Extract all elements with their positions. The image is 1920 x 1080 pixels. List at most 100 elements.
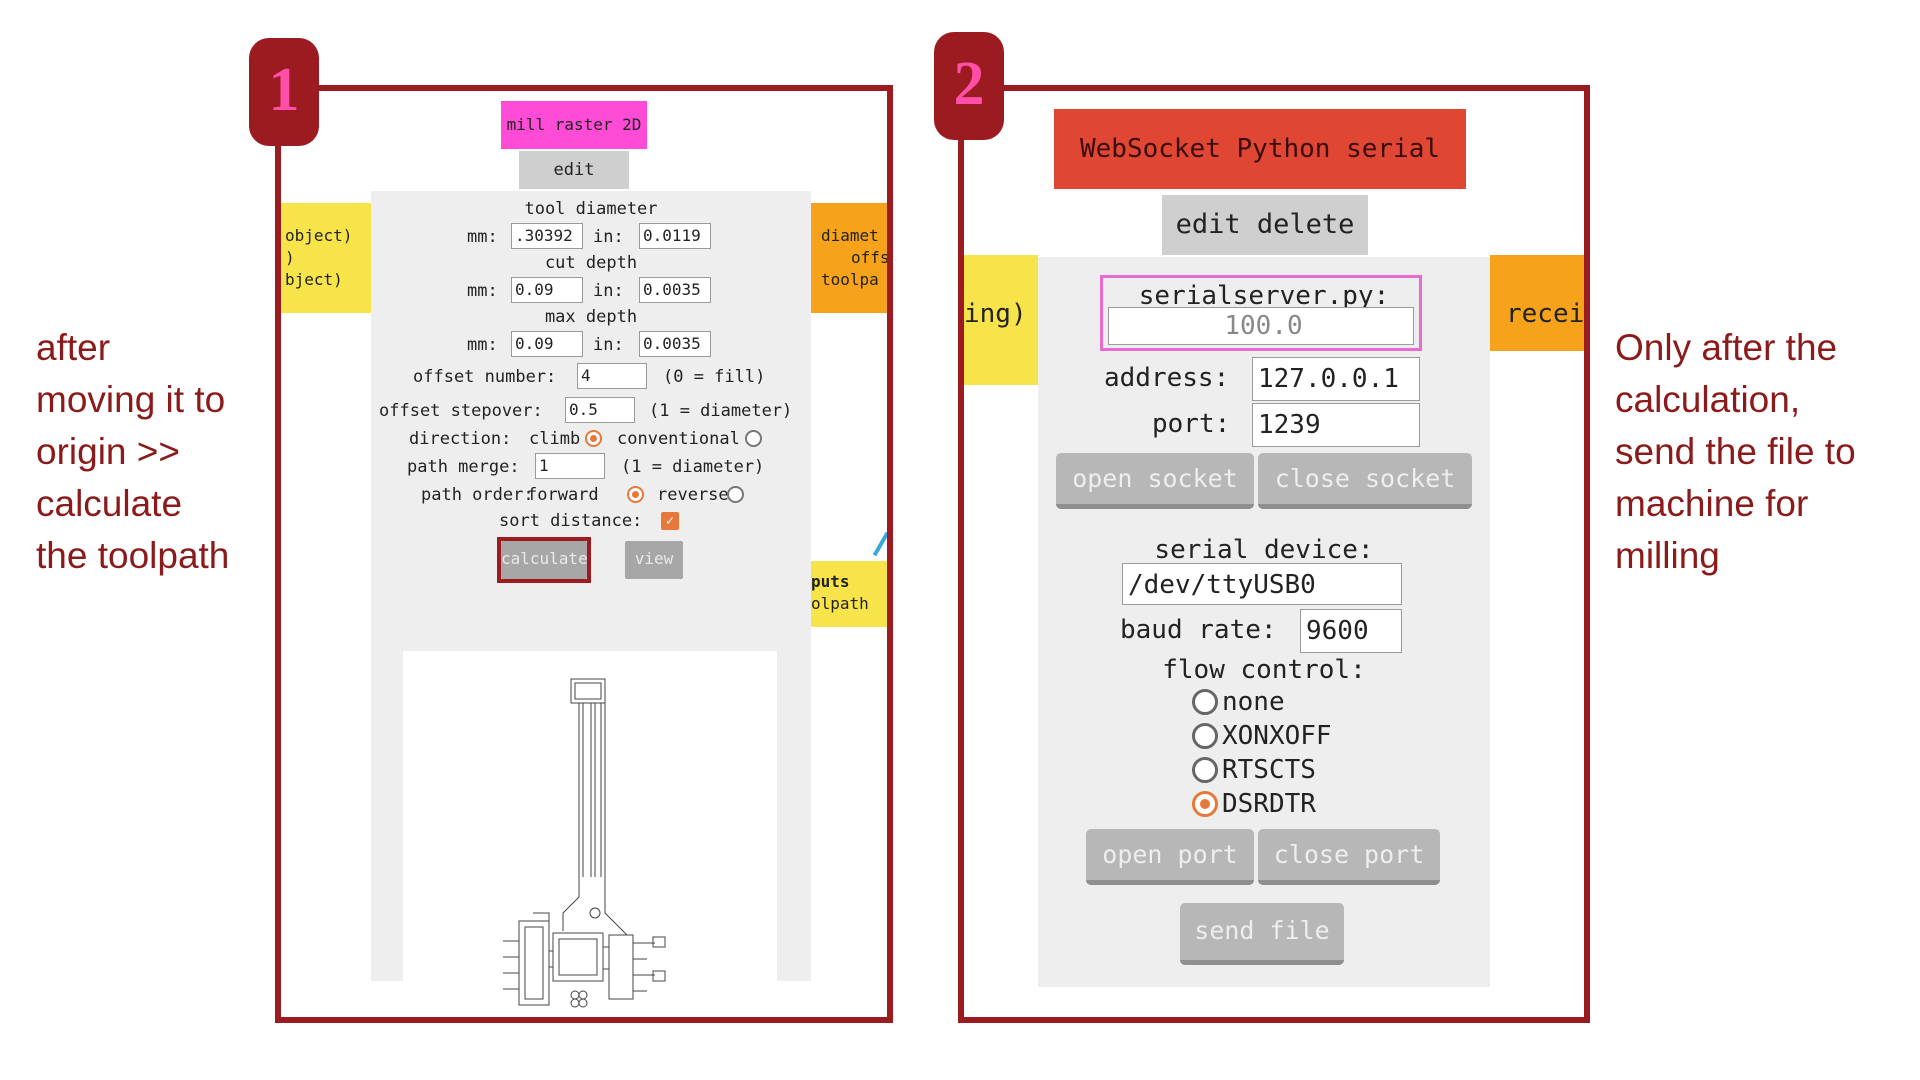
toolpath-trace — [518, 920, 550, 1006]
flow-dsrdtr-radio[interactable] — [1192, 791, 1218, 817]
module-body: tool diameter mm: .30392 in: 0.0119 cut … — [371, 191, 811, 1017]
toolpath-trace — [570, 990, 580, 1000]
path-order-row: path order: forward reverse — [371, 483, 811, 507]
view-button[interactable]: view — [625, 541, 683, 579]
step-badge-1: 1 — [249, 38, 319, 146]
flow-rtscts-label: RTSCTS — [1222, 755, 1316, 785]
flow-control-label: flow control: — [1162, 655, 1366, 685]
toolpath-trace — [562, 877, 580, 931]
in-label: in: — [593, 227, 624, 247]
sort-distance-checkbox[interactable]: ✓ — [661, 512, 679, 530]
climb-label: climb — [529, 429, 581, 449]
climb-radio[interactable] — [585, 430, 602, 447]
offset-number-row: offset number: 4 (0 = fill) — [371, 363, 811, 391]
max-depth-in-input[interactable]: 0.0035 — [639, 331, 711, 357]
offset-number-input[interactable]: 4 — [577, 363, 647, 389]
toolpath-trace — [558, 938, 598, 976]
address-label: address: — [1104, 363, 1230, 393]
stub-line: olpath — [811, 594, 869, 613]
toolpath-trace — [578, 990, 588, 1000]
tool-diameter-mm-input[interactable]: .30392 — [511, 223, 583, 249]
right-caption-line: send the file to — [1615, 431, 1856, 472]
stub-line: ) — [285, 248, 295, 267]
serial-device-input[interactable]: /dev/ttyUSB0 — [1122, 563, 1402, 605]
module-body: serialserver.py: 100.0 address: 127.0.0.… — [1038, 257, 1490, 987]
toolpath-trace — [549, 946, 609, 970]
edit-delete-bar[interactable]: edit delete — [1162, 195, 1368, 255]
mm-label: mm: — [467, 281, 498, 301]
stub-line: object) — [285, 226, 353, 245]
toolpath-trace — [570, 998, 580, 1008]
toolpath-trace — [578, 998, 588, 1008]
flow-none-radio[interactable] — [1192, 689, 1218, 715]
offset-stepover-note: (1 = diameter) — [649, 401, 793, 421]
direction-label: direction: — [409, 429, 512, 449]
cut-depth-heading: cut depth — [544, 253, 638, 273]
tool-diameter-row: mm: .30392 in: 0.0119 — [371, 223, 811, 251]
left-node-stub: object) ) bject) — [281, 203, 373, 313]
cut-depth-in-input[interactable]: 0.0035 — [639, 277, 711, 303]
path-merge-row: path merge: 1 (1 = diameter) — [371, 453, 811, 481]
max-depth-heading: max depth — [544, 307, 638, 327]
stub-line: offs — [851, 248, 890, 267]
offset-stepover-input[interactable]: 0.5 — [565, 397, 635, 423]
left-caption-line: the toolpath — [36, 535, 230, 576]
flow-xonxoff-radio[interactable] — [1192, 723, 1218, 749]
port-label: port: — [1152, 409, 1231, 439]
path-merge-note: (1 = diameter) — [621, 457, 765, 477]
serial-device-label: serial device: — [1154, 535, 1374, 565]
toolpath-trace — [589, 907, 601, 919]
wire-connector — [872, 531, 887, 557]
stub-line: toolpa — [821, 270, 879, 289]
toolpath-drawing — [503, 678, 666, 1008]
right-caption-line: machine for — [1615, 483, 1809, 524]
forward-radio[interactable] — [627, 486, 644, 503]
toolpath-trace — [524, 926, 544, 1000]
right-node-stub-top: diamet offs toolpa — [811, 203, 890, 313]
baud-rate-input[interactable]: 9600 — [1300, 609, 1402, 653]
right-node-stub-bottom: puts olpath — [811, 561, 887, 627]
reverse-label: reverse — [657, 485, 729, 505]
sort-distance-row: sort distance: ✓ — [371, 509, 811, 533]
path-merge-input[interactable]: 1 — [535, 453, 605, 479]
websocket-serial-panel: ing) recei WebSocket Python serial edit … — [958, 85, 1590, 1023]
path-merge-label: path merge: — [407, 457, 520, 477]
conventional-radio[interactable] — [745, 430, 762, 447]
path-order-label: path order: — [421, 485, 534, 505]
flow-dsrdtr-label: DSRDTR — [1222, 789, 1316, 819]
open-port-button[interactable]: open port — [1086, 829, 1254, 885]
in-label: in: — [593, 281, 624, 301]
left-caption-line: after — [36, 327, 111, 368]
close-port-button[interactable]: close port — [1258, 829, 1440, 885]
right-node-stub: recei — [1490, 255, 1584, 351]
mill-raster-panel: object) ) bject) diamet offs toolpa puts… — [275, 85, 893, 1023]
tool-diameter-heading: tool diameter — [524, 199, 658, 219]
toolpath-trace — [633, 942, 655, 992]
serialserver-highlight — [1100, 275, 1422, 351]
flow-rtscts-radio[interactable] — [1192, 757, 1218, 783]
close-socket-button[interactable]: close socket — [1258, 453, 1472, 509]
flow-none-label: none — [1222, 687, 1285, 717]
address-input[interactable]: 127.0.0.1 — [1252, 357, 1420, 401]
right-caption-line: calculation, — [1615, 379, 1801, 420]
stub-line: diamet — [821, 226, 879, 245]
left-node-stub: ing) — [964, 255, 1038, 385]
toolpath-trace — [552, 932, 604, 982]
calculate-button[interactable]: calculate — [501, 541, 588, 579]
module-title[interactable]: mill raster 2D — [501, 101, 647, 149]
right-caption-line: milling — [1615, 535, 1720, 576]
send-file-button[interactable]: send file — [1180, 903, 1344, 965]
offset-stepover-label: offset stepover: — [379, 401, 543, 421]
max-depth-mm-input[interactable]: 0.09 — [511, 331, 583, 357]
tool-diameter-in-input[interactable]: 0.0119 — [639, 223, 711, 249]
edit-delete-bar[interactable]: edit delete — [519, 151, 629, 218]
mm-label: mm: — [467, 227, 498, 247]
open-socket-button[interactable]: open socket — [1056, 453, 1254, 509]
reverse-radio[interactable] — [727, 486, 744, 503]
toolpath-trace — [608, 934, 634, 1000]
cut-depth-mm-input[interactable]: 0.09 — [511, 277, 583, 303]
offset-number-note: (0 = fill) — [663, 367, 766, 387]
port-input[interactable]: 1239 — [1252, 403, 1420, 447]
module-title[interactable]: WebSocket Python serial — [1054, 109, 1466, 189]
forward-label: forward — [527, 485, 599, 505]
